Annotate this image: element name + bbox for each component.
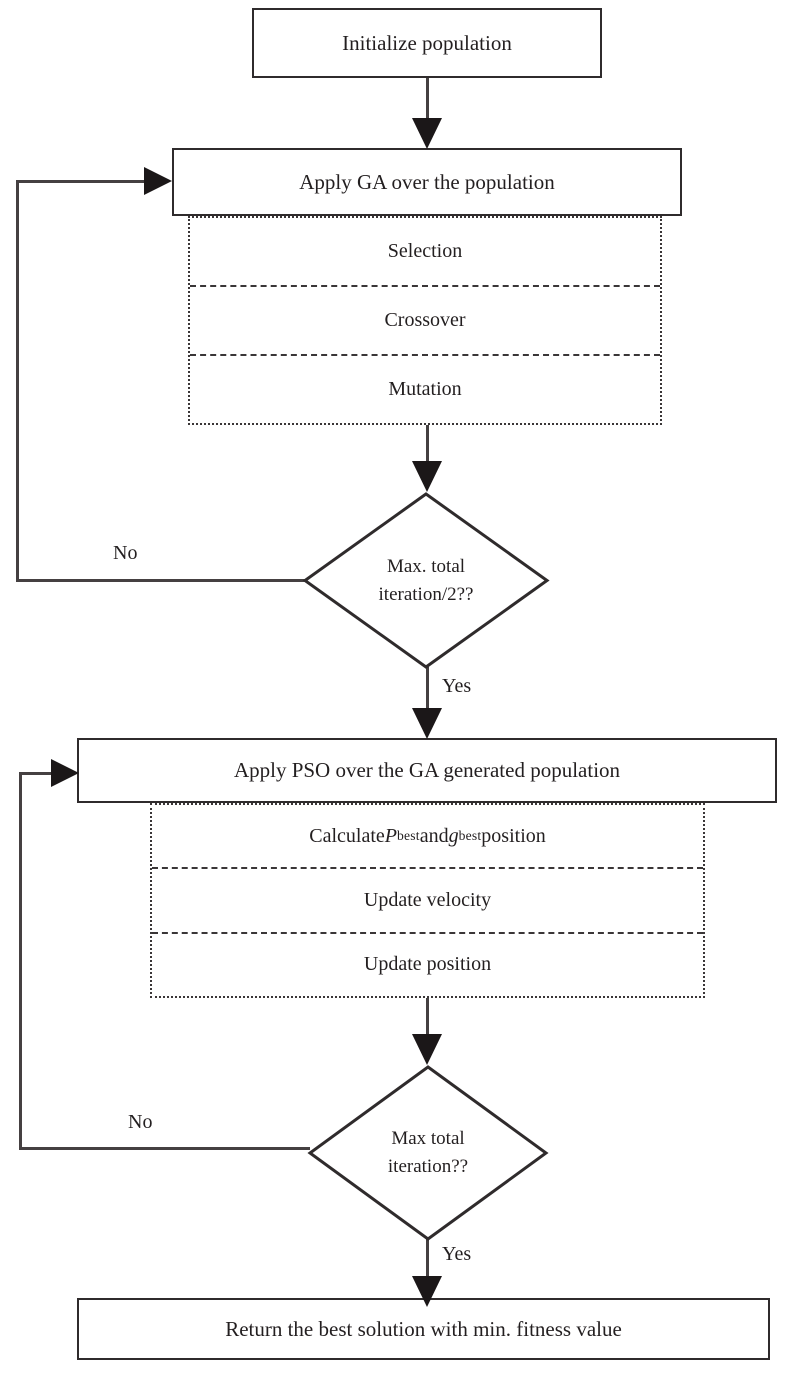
ga-step-mutation[interactable]: Mutation [190,354,660,423]
decision-ga-diamond-shape [302,492,550,669]
arrowhead-pso-no-into-box [51,759,79,787]
decision-pso-diamond-shape [307,1065,549,1241]
connector-ga-yes-vertical [426,667,429,714]
node-initialize-population-label: Initialize population [342,30,512,55]
node-apply-ga-label: Apply GA over the population [299,169,555,194]
edge-label-pso-no: No [128,1111,153,1133]
pso-step-pre: Calculate [309,824,385,847]
pso-step-update-position[interactable]: Update position [152,931,703,996]
pso-symbol-gbest: g [448,824,459,847]
pso-step-post: position [481,824,546,847]
node-return-solution-label: Return the best solution with min. fitne… [225,1316,622,1341]
node-return-solution[interactable]: Return the best solution with min. fitne… [77,1298,770,1360]
edge-label-pso-yes: Yes [442,1243,472,1265]
arrowhead-initialize-to-ga [412,118,442,149]
connector-pso-to-decision [426,997,429,1039]
node-decision-pso-iteration[interactable]: Max total iteration?? [307,1065,549,1241]
node-apply-pso[interactable]: Apply PSO over the GA generated populati… [77,738,777,803]
arrowhead-pso-yes-into-return [412,1276,442,1307]
group-ga-steps: Selection Crossover Mutation [188,216,662,425]
node-decision-ga-iteration[interactable]: Max. total iteration/2?? [302,492,550,669]
ga-step-crossover[interactable]: Crossover [190,285,660,354]
arrowhead-ga-no-into-box [144,167,172,195]
node-apply-pso-label: Apply PSO over the GA generated populati… [233,758,621,783]
connector-pso-no-horizontal-top [19,772,55,775]
pso-symbol-pbest: P [384,824,397,847]
node-initialize-population[interactable]: Initialize population [252,8,602,78]
arrowhead-pso-to-decision [412,1034,442,1065]
connector-pso-no-vertical [19,772,22,1150]
ga-step-selection[interactable]: Selection [387,240,463,262]
connector-ga-no-vertical [16,180,19,582]
edge-label-ga-yes: Yes [442,675,472,697]
connector-ga-no-horizontal-top [16,180,148,183]
connector-ga-no-horizontal-bottom [16,579,305,582]
connector-ga-to-decision [426,424,429,466]
node-apply-ga[interactable]: Apply GA over the population [172,148,682,216]
connector-pso-yes-vertical [426,1239,429,1284]
pso-step-update-velocity[interactable]: Update velocity [152,867,703,931]
pso-step-mid: and [419,824,449,847]
edge-label-ga-no: No [113,542,138,564]
pso-subscript-pbest: best [397,828,420,844]
pso-subscript-gbest: best [458,828,482,844]
connector-pso-no-horizontal-bottom [19,1147,310,1150]
arrowhead-ga-to-decision [412,461,442,492]
arrowhead-ga-yes-into-pso [412,708,442,739]
connector-initialize-to-ga [426,78,429,124]
